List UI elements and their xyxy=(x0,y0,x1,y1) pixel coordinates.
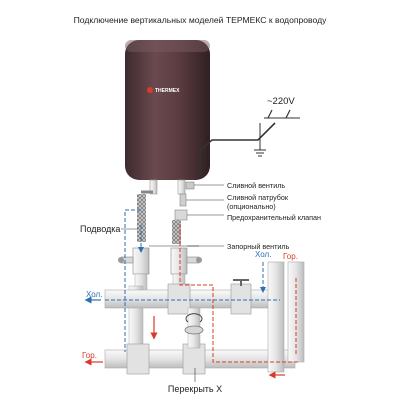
drain-pipe-label: Сливной патрубок xyxy=(227,193,289,202)
water-heater-tank: THERMEX xyxy=(125,40,210,180)
crossover-valve xyxy=(184,325,204,335)
cold-water-label-left: Хол. xyxy=(86,290,102,299)
brand-logo-icon xyxy=(147,87,153,93)
cold-flow-lines xyxy=(84,209,280,352)
hot-flex-hose xyxy=(172,220,181,244)
cold-water-main xyxy=(104,289,281,309)
feed-label: Подводка xyxy=(80,224,120,234)
shutoff-valve-right xyxy=(170,247,202,275)
electric-plug-icon xyxy=(267,109,291,119)
diagram-title: Подключение вертикальных моделей ТЕРМЕКС… xyxy=(74,15,328,25)
cold-water-label-right: Хол. xyxy=(255,250,271,259)
brand-label: THERMEX xyxy=(155,88,180,94)
hot-water-label-left: Гор. xyxy=(82,351,97,360)
cold-flex-hose xyxy=(137,194,146,242)
hot-flow-lines xyxy=(84,224,300,379)
drain-pipe xyxy=(179,193,187,207)
cold-riser xyxy=(267,261,285,373)
hot-water-label-right: Гор. xyxy=(283,252,298,261)
drain-valve-label: Сливной вентиль xyxy=(227,181,285,190)
drain-valve xyxy=(185,181,195,190)
safety-valve xyxy=(174,209,188,221)
power-cable xyxy=(199,122,276,175)
valve-handle-icon xyxy=(233,279,249,286)
safety-valve-label: Предохранительный клапан xyxy=(227,213,321,222)
drain-pipe-optional-label: (опционально) xyxy=(227,202,276,211)
crossover-label: Перекрыть Х xyxy=(168,384,222,394)
shutoff-valve-label: Запорный вентиль xyxy=(227,242,290,251)
voltage-label: ~220V xyxy=(267,96,295,107)
shutoff-valve-left xyxy=(118,247,150,275)
